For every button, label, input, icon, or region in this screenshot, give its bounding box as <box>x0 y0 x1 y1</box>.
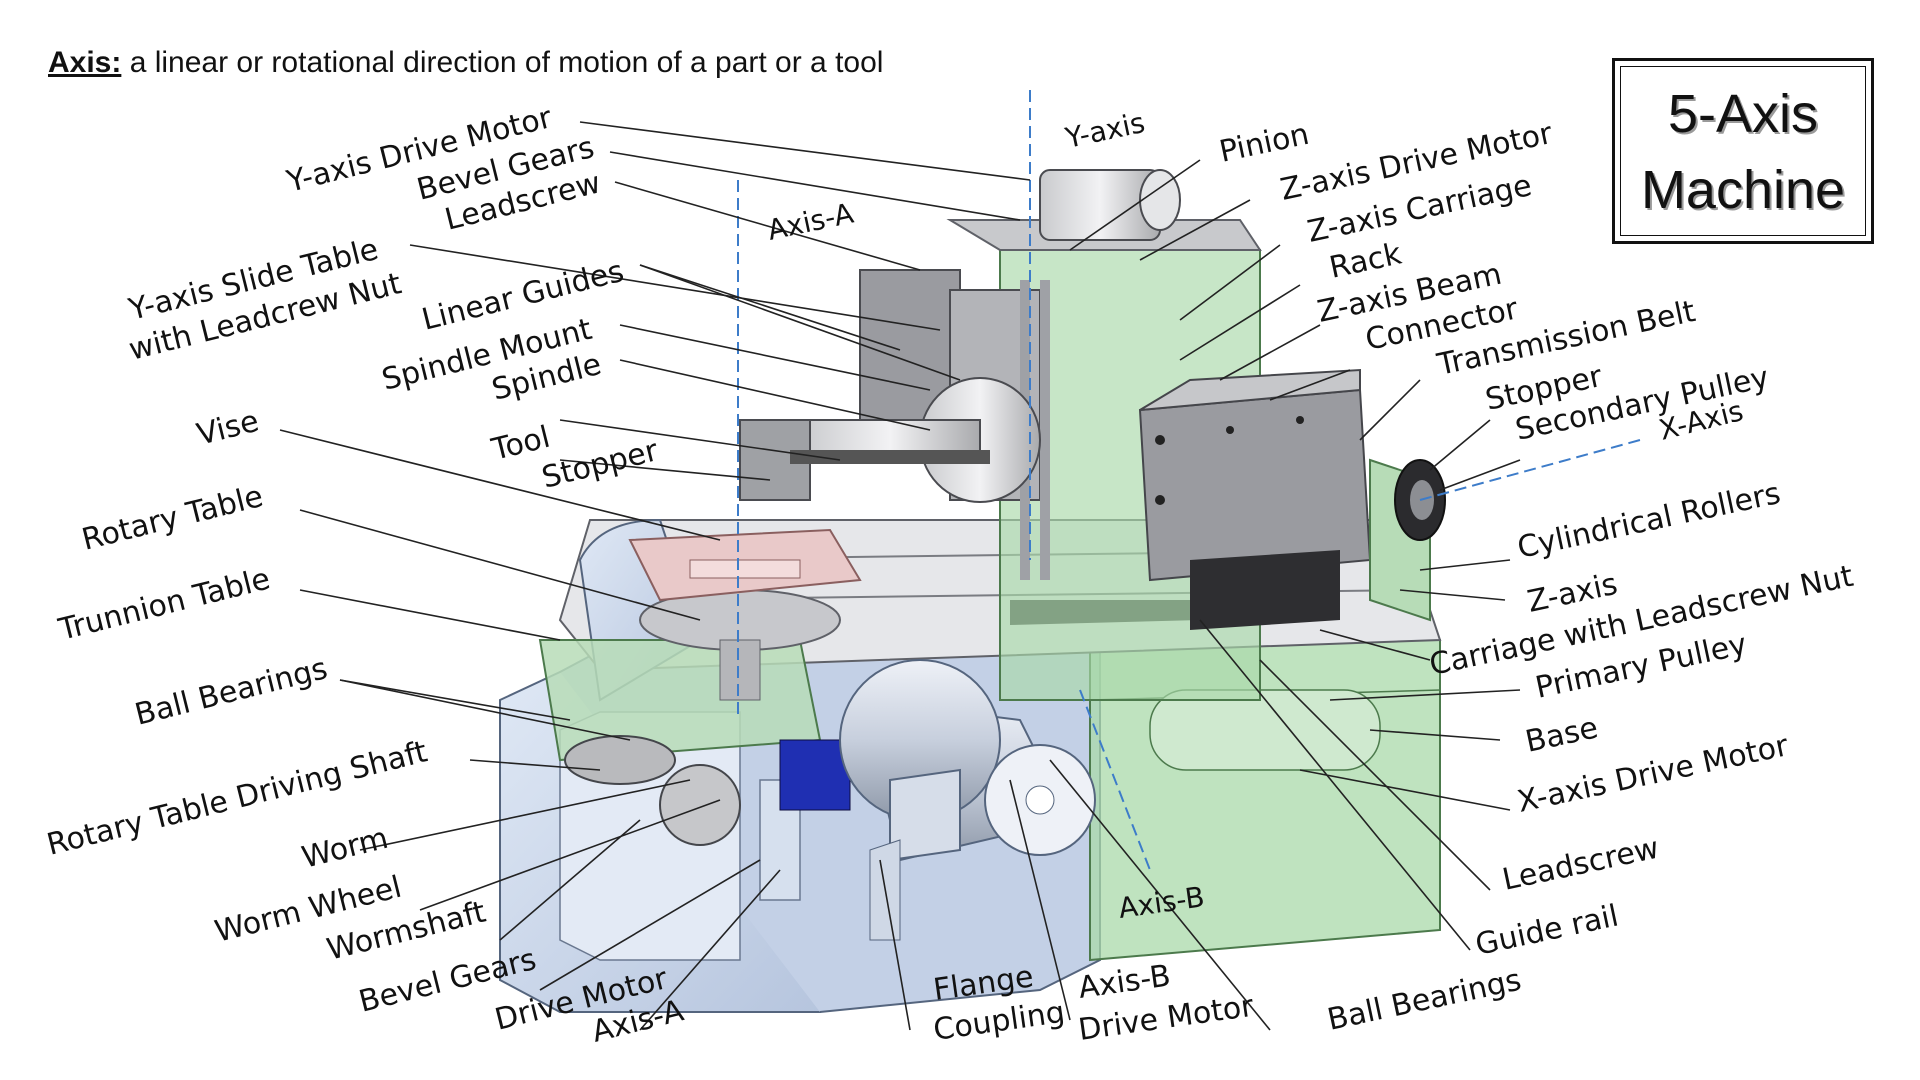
worm-gear-assembly <box>564 735 851 846</box>
pulley-assembly <box>1369 458 1446 622</box>
axis-b-drive-motor <box>839 659 1096 941</box>
label-worm: Worm <box>298 821 391 876</box>
label-ball-bearings-bottom: Ball Bearings <box>1324 963 1524 1038</box>
title-box: 5-Axis Machine <box>1612 58 1874 244</box>
label-ball-bearings-left: Ball Bearings <box>131 651 331 733</box>
title-line-2: Machine <box>1640 160 1846 220</box>
axis-marker-a: Axis-A <box>765 197 857 247</box>
label-trunnion-table: Trunnion Table <box>54 562 273 648</box>
label-vise: Vise <box>193 404 262 453</box>
axis-marker-y: Y-axis <box>1062 106 1148 155</box>
title-line-1: 5-Axis <box>1667 84 1819 144</box>
label-base: Base <box>1522 710 1601 759</box>
axis-definition: Axis: a linear or rotational direction o… <box>48 46 883 80</box>
x-axis-base <box>1089 639 1441 962</box>
label-guide-rail: Guide rail <box>1472 898 1621 962</box>
label-leadscrew-right: Leadscrew <box>1499 831 1662 898</box>
z-axis-carriage <box>1138 368 1372 630</box>
axis-lines <box>737 90 1641 871</box>
definition-text: a linear or rotational direction of moti… <box>121 46 884 79</box>
label-linear-guides: Linear Guides <box>418 254 627 338</box>
labels-bottom: Flange Coupling Axis-B Drive Motor Ball … <box>931 958 1524 1048</box>
label-stopper-left: Stopper <box>538 433 662 496</box>
leader-lines <box>279 121 1521 1031</box>
label-cylindrical-rollers: Cylindrical Rollers <box>1514 476 1783 566</box>
definition-term: Axis: <box>48 46 122 79</box>
label-pinion: Pinion <box>1216 117 1312 170</box>
label-rotary-table: Rotary Table <box>78 479 266 558</box>
trunnion-table <box>538 518 862 762</box>
